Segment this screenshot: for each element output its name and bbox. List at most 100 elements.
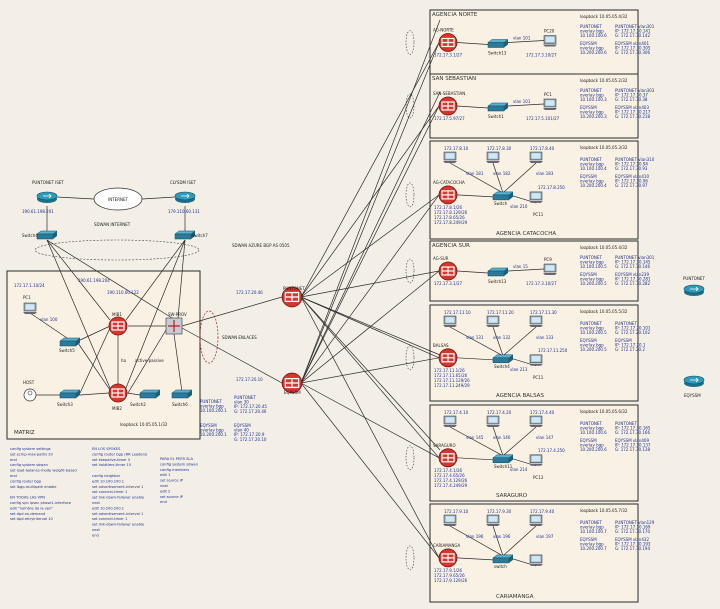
sw4-mib1-link — [46, 239, 111, 321]
agency-4-extra-8: 172.17.11.129/26 — [434, 378, 470, 383]
agency-5-tunnel-ellipse — [405, 445, 415, 471]
sw5-mib2-link — [77, 342, 111, 391]
switch4-icon — [36, 230, 58, 240]
pc-keyboard — [486, 524, 500, 526]
agency-2-extra-2: vlan 182 — [493, 171, 511, 176]
agency-4-pn-vlan: G: 172.17.20.102 — [615, 330, 650, 335]
agency-5-vlan: vlan 145 — [466, 435, 484, 440]
switch-front — [59, 392, 77, 399]
active-passive-label: active-passive — [135, 358, 164, 363]
agency-2-extra-1: 172.17.8.40 — [530, 146, 555, 151]
agency-6-eq-vlan: IP: 172.17.30.193 — [615, 542, 651, 547]
agency-6-loopback: loopback 10.05.05.7/32 — [580, 508, 628, 513]
agency-4-vlan: vlan 131 — [466, 335, 484, 340]
config-mid-line: set advertisement-interval 1 — [92, 512, 143, 516]
switch-side — [509, 554, 513, 563]
matriz-ip-b: 190.110.60.122 — [107, 290, 139, 295]
agency-6-extra-0: 172.17.9.30 — [487, 509, 512, 514]
agency-5-extra-0: 172.17.4.20 — [487, 410, 512, 415]
agency-5-extra-5: 172.17.4.250 — [538, 448, 565, 453]
switch7-icon — [174, 230, 196, 240]
agency-2-eq-info: 10.200.200.4 — [580, 183, 607, 188]
agency-2-pn-info: PUNTONET — [580, 157, 602, 162]
agency-3-tunnel-ellipse — [405, 258, 415, 284]
agency-2-pn-vlan: PUNTONET vlan310 — [615, 157, 655, 162]
mib2-swprov-link — [127, 329, 167, 394]
agency-3-eq-vlan: EQYSSM vlan239 — [615, 272, 649, 277]
agency-0-panel — [429, 9, 639, 76]
pc-screen — [545, 36, 555, 43]
agency-4-extra-2: vlan 132 — [493, 335, 511, 340]
pc-keyboard — [543, 44, 557, 47]
switch4-label: Switch4 — [22, 233, 38, 238]
matriz-loopback: loopback 10.05.05.1/32 — [120, 422, 168, 427]
agency-0-loopback: loopback 10.05.05.4/32 — [580, 14, 628, 19]
hub-eqyssm-info: 10.200.200.1 — [200, 432, 227, 437]
prov-sw6-link — [173, 333, 183, 393]
agency-0-eq-info: 10.200.200.6 — [580, 50, 607, 55]
switch-side — [504, 39, 508, 48]
switch-front — [487, 270, 505, 277]
switch-front — [171, 392, 189, 399]
agency-3-lan: 172.17.3.10/27 — [526, 281, 557, 286]
pc-keyboard — [486, 425, 500, 427]
pc1-sw5-link — [29, 312, 71, 341]
agency-5-puntonet-link — [300, 296, 440, 459]
puntonet-hub-label: PUNTONET — [283, 286, 305, 291]
switch-front — [36, 233, 54, 240]
agency-0-router-icon — [438, 33, 458, 52]
agency-4-switch-label: Switch4 — [494, 364, 510, 369]
agency-4-title: AGENCIA BALSAS — [496, 393, 544, 399]
agency-2-eq-vlan: G: 172.17.30.97 — [615, 183, 648, 188]
agency-6-lan: 172.17.9.10 — [444, 509, 469, 514]
sw3-mib1-link — [79, 327, 111, 394]
switch-front — [492, 357, 510, 364]
switch-front — [139, 392, 157, 399]
agency-1-pn-info: overlay bgp — [580, 93, 604, 98]
agency-6-eq-info: EQYSSM — [580, 537, 597, 542]
mesh-link-1 — [300, 91, 441, 384]
agency-6-pn-info: PUNTONET — [580, 520, 602, 525]
hub-puntonet-info: 10.100.200.1 — [200, 408, 227, 413]
agency-6-pn-info: 10.100.100.7 — [580, 529, 607, 534]
config-left-line: config router bgp — [10, 479, 42, 483]
pc-screen — [531, 317, 541, 323]
agency-1-router-label: SAN-SEBASTIAN — [433, 91, 465, 96]
config-mid-line: config neighbor — [92, 474, 121, 478]
agency-3-router-switch-link — [456, 270, 489, 274]
agency-5-pn-vlan: G: 172.17.30.166 — [615, 430, 650, 435]
switch-front — [492, 194, 510, 201]
agency-1-pc-label: PC1 — [544, 92, 552, 97]
agency-3-pc-icon — [543, 263, 557, 275]
switch-side — [509, 354, 513, 363]
far-right-eqyssm-label: EQYSSM — [684, 393, 701, 398]
config-mid-line: set advertisement-interval 1 — [92, 485, 143, 489]
agency-0-pc-label: PC20 — [544, 29, 555, 34]
pc-screen — [531, 516, 541, 522]
pc-screen — [531, 456, 541, 462]
agency-2-pn-vlan: IP: 172.17.30.94 — [615, 162, 648, 167]
matriz-title: MATRIZ — [14, 430, 35, 436]
config-mid-line: set link-down-failover enable — [92, 496, 145, 500]
config-left-line: set dpd on-demand — [10, 512, 45, 516]
agency-2-pc-icon-3 — [529, 191, 543, 203]
ha-label: ha — [121, 358, 127, 363]
config-mid-line: config router bgp (RR Leaders) — [92, 452, 148, 456]
isp2-router-icon — [174, 191, 196, 203]
isp1-label: PUNTONET ISET — [32, 180, 64, 185]
agency-1-pn-info: PUNTONET — [580, 88, 602, 93]
agency-6-switch-icon — [492, 554, 514, 564]
agency-4-puntonet-link — [300, 296, 440, 359]
hub-eqyssm-info: EQYSSM — [200, 423, 217, 428]
isp2-ip: 179.110.60.131 — [168, 209, 200, 214]
agency-6-extra-4: 172.17.9.65/26 — [434, 573, 465, 578]
agency-3-eq-info: overlay bgp — [580, 277, 604, 282]
agency-1-switch-pc-link — [507, 103, 545, 107]
agency-2-extra-7: 172.17.8.129/26 — [434, 210, 468, 215]
pc-screen — [25, 304, 35, 310]
config-mid-line: edit 10.100.100.1 — [92, 479, 124, 483]
agency-6-pc-icon-1 — [486, 514, 500, 526]
config-left-line: set load-balance-mode weight-based — [10, 469, 77, 473]
internet-label: INTERNET — [108, 197, 128, 202]
